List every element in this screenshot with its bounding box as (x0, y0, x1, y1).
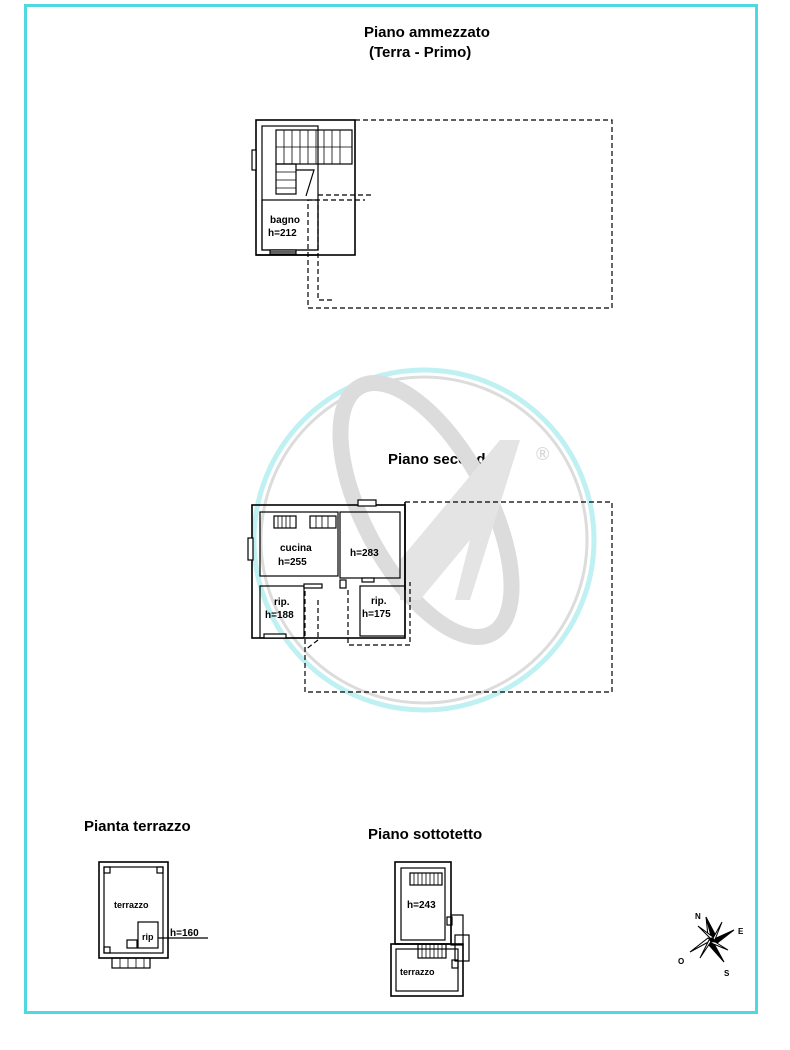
compass-rose-icon (689, 916, 735, 963)
room-height-center: h=283 (350, 548, 379, 559)
room-label-cucina: cucina (280, 543, 312, 554)
watermark-logo: ® (251, 367, 597, 713)
second-floor-plan (247, 499, 613, 693)
room-label-rip-left: rip. (274, 597, 290, 608)
compass-west-label: O (678, 957, 684, 966)
room-height-rip-terrace: h=160 (170, 928, 199, 939)
room-label-terrazzo-attic: terrazzo (400, 967, 435, 977)
room-height-rip-left: h=188 (265, 610, 294, 621)
title-attic: Piano sottotetto (368, 826, 483, 843)
title-terrace-plan: Pianta terrazzo (84, 818, 191, 835)
page-frame (24, 4, 758, 1014)
room-height-rip-right: h=175 (362, 609, 391, 620)
room-height-bagno: h=212 (268, 228, 297, 239)
mezzanine-plan (251, 119, 613, 309)
terrace-plan (98, 861, 208, 969)
room-label-terrazzo: terrazzo (114, 900, 149, 910)
compass-north-label: N (695, 912, 701, 921)
compass-south-label: S (724, 969, 730, 978)
attic-plan (390, 861, 470, 997)
room-label-rip-right: rip. (371, 596, 387, 607)
room-label-bagno: bagno (270, 215, 300, 226)
room-height-attic: h=243 (407, 900, 436, 911)
title-mezzanine-line2: (Terra - Primo) (369, 44, 472, 61)
room-height-cucina: h=255 (278, 557, 307, 568)
registered-mark: ® (536, 444, 549, 464)
compass-east-label: E (738, 927, 744, 936)
room-label-rip-terrace: rip (142, 932, 154, 942)
title-mezzanine-line1: Piano ammezzato (364, 24, 490, 41)
